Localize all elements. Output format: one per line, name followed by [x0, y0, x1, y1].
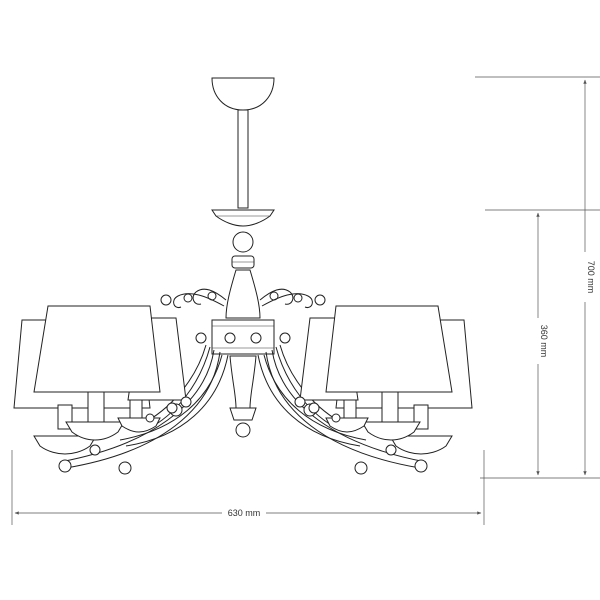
center-ball: [232, 231, 254, 253]
shade-front-right: [325, 305, 453, 393]
label-body-height: 360 mm: [539, 325, 549, 358]
ceiling-canopy: [211, 77, 275, 111]
dimension-lines: 700 mm 360 mm 630 mm: [11, 76, 600, 525]
bobeches-left: [33, 417, 161, 473]
holders-right: [343, 391, 429, 430]
rod-cup: [211, 209, 275, 227]
arm-ornaments: [145, 396, 341, 423]
center-column-lower: [229, 355, 257, 409]
bottom-finial: [235, 422, 251, 438]
label-width: 630 mm: [228, 508, 261, 518]
label-total-height: 700 mm: [586, 261, 596, 294]
bobeches-right: [325, 417, 453, 473]
center-column-upper: [225, 269, 261, 319]
decorative-scrolls: [160, 288, 326, 309]
center-hub: [211, 319, 275, 355]
chandelier: [13, 77, 473, 475]
shade-front-left: [33, 305, 161, 393]
suspension-rod: [237, 109, 249, 209]
